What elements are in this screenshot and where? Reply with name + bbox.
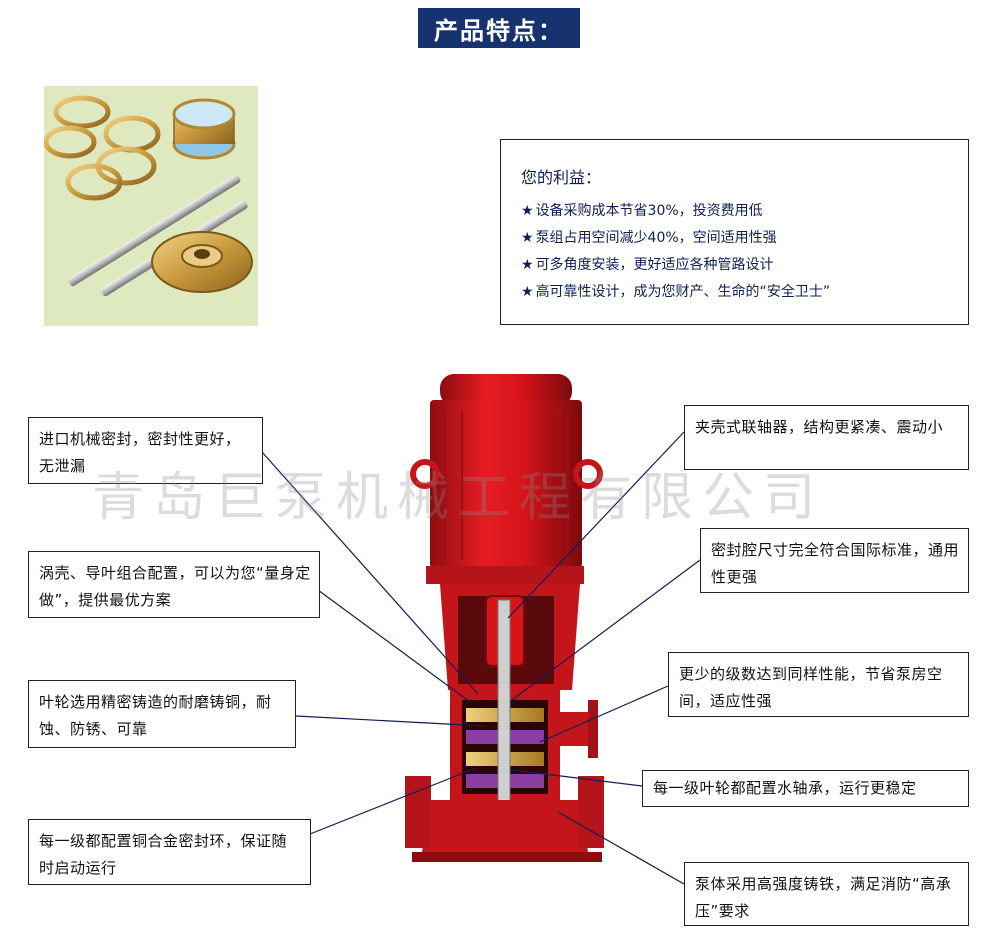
page-title: 产品特点： <box>418 8 580 48</box>
leader-line-pump-body <box>557 811 685 885</box>
benefit-item: ★泵组占用空间减少40%，空间适用性强 <box>521 230 777 246</box>
benefits-heading: 您的利益： <box>521 168 602 187</box>
leader-line-seal-ring <box>299 767 477 839</box>
parts-illustration <box>44 95 253 297</box>
parts-photo <box>44 86 258 326</box>
callout-water-bearing: 每一级叶轮都配置水轴承，运行更稳定 <box>642 770 969 807</box>
callout-coupling: 夹壳式联轴器，结构更紧凑、震动小 <box>684 405 969 470</box>
leader-line-seal-chamber <box>511 559 701 701</box>
benefits-box: 您的利益： ★设备采购成本节省30%，投资费用低 ★泵组占用空间减少40%，空间… <box>500 139 969 325</box>
callout-fewer-stages: 更少的级数达到同样性能，节省泵房空间，适应性强 <box>668 652 969 717</box>
leader-line-inlet-seal <box>261 451 479 695</box>
leader-line-coupling <box>507 431 685 619</box>
callout-volute: 涡壳、导叶组合配置，可以为您“量身定做”，提供最优方案 <box>28 551 320 618</box>
callout-inlet-seal: 进口机械密封，密封性更好，无泄漏 <box>28 417 263 484</box>
star-icon: ★ <box>521 284 534 300</box>
leader-line-fewer-stages <box>539 685 669 743</box>
callout-seal-chamber: 密封腔尺寸完全符合国际标准，通用性更强 <box>700 528 969 593</box>
callout-impeller: 叶轮选用精密铸造的耐磨铸铜，耐蚀、防锈、可靠 <box>28 680 296 748</box>
callout-seal-ring: 每一级都配置铜合金密封环，保证随时启动运行 <box>28 819 311 885</box>
star-icon: ★ <box>521 203 534 219</box>
star-icon: ★ <box>521 230 534 246</box>
leader-line-water-bearing <box>511 769 643 787</box>
star-icon: ★ <box>521 257 534 273</box>
benefit-item: ★高可靠性设计，成为您财产、生命的“安全卫士” <box>521 284 831 300</box>
callout-pump-body: 泵体采用高强度铸铁，满足消防“高承压”要求 <box>684 862 969 926</box>
leader-line-impeller <box>295 715 485 727</box>
leader-line-volute <box>317 589 471 703</box>
benefit-item: ★可多角度安装，更好适应各种管路设计 <box>521 257 774 273</box>
benefit-item: ★设备采购成本节省30%，投资费用低 <box>521 203 763 219</box>
